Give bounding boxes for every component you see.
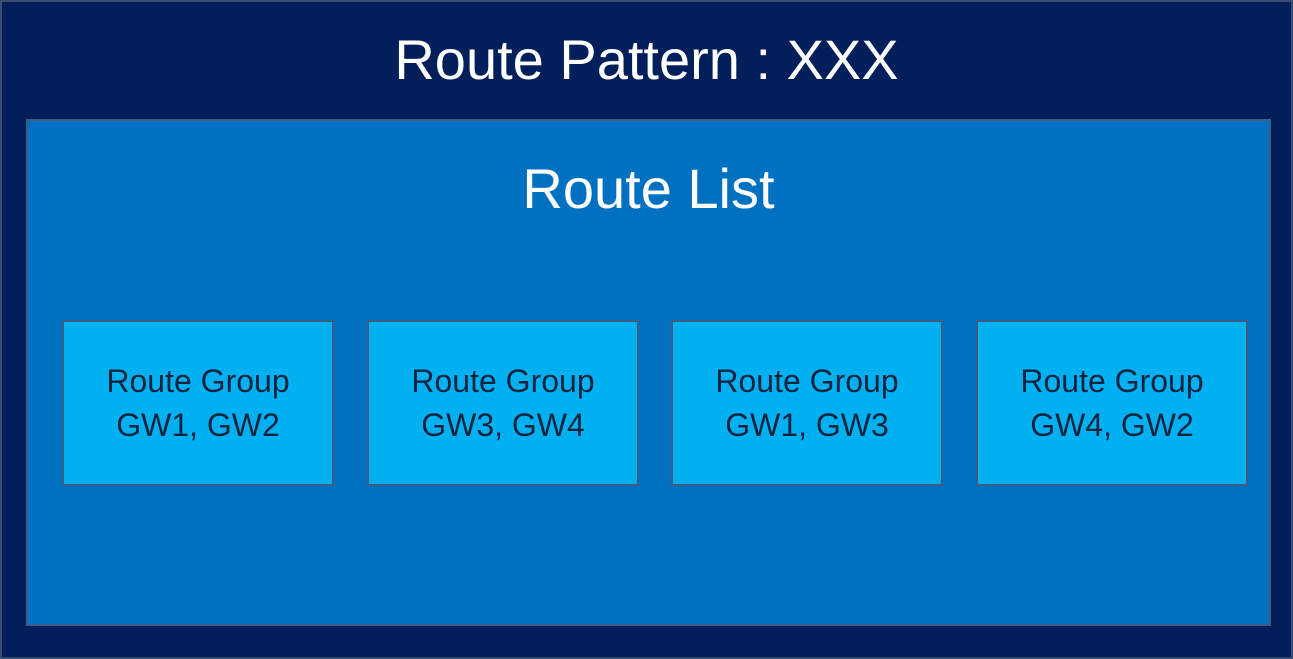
- route-group-title: Route Group: [1020, 363, 1204, 399]
- route-list-title: Route List: [522, 157, 775, 220]
- route-group-title: Route Group: [106, 363, 290, 399]
- route-group-gateways: GW3, GW4: [421, 407, 585, 443]
- route-group-title: Route Group: [715, 363, 899, 399]
- route-group-title: Route Group: [411, 363, 595, 399]
- route-group-box: Route Group GW1, GW3: [671, 320, 943, 486]
- route-group-box: Route Group GW3, GW4: [367, 320, 639, 486]
- route-group-box: Route Group GW4, GW2: [976, 320, 1248, 486]
- route-group-gateways: GW1, GW3: [725, 407, 889, 443]
- route-group-gateways: GW4, GW2: [1030, 407, 1194, 443]
- route-pattern-title: Route Pattern : XXX: [394, 28, 899, 91]
- route-group-gateways: GW1, GW2: [116, 407, 280, 443]
- route-group-row: Route Group GW1, GW2 Route Group GW3, GW…: [62, 320, 1250, 486]
- route-group-box: Route Group GW1, GW2: [62, 320, 334, 486]
- route-list-box: Route List Route Group GW1, GW2 Route Gr…: [26, 119, 1271, 626]
